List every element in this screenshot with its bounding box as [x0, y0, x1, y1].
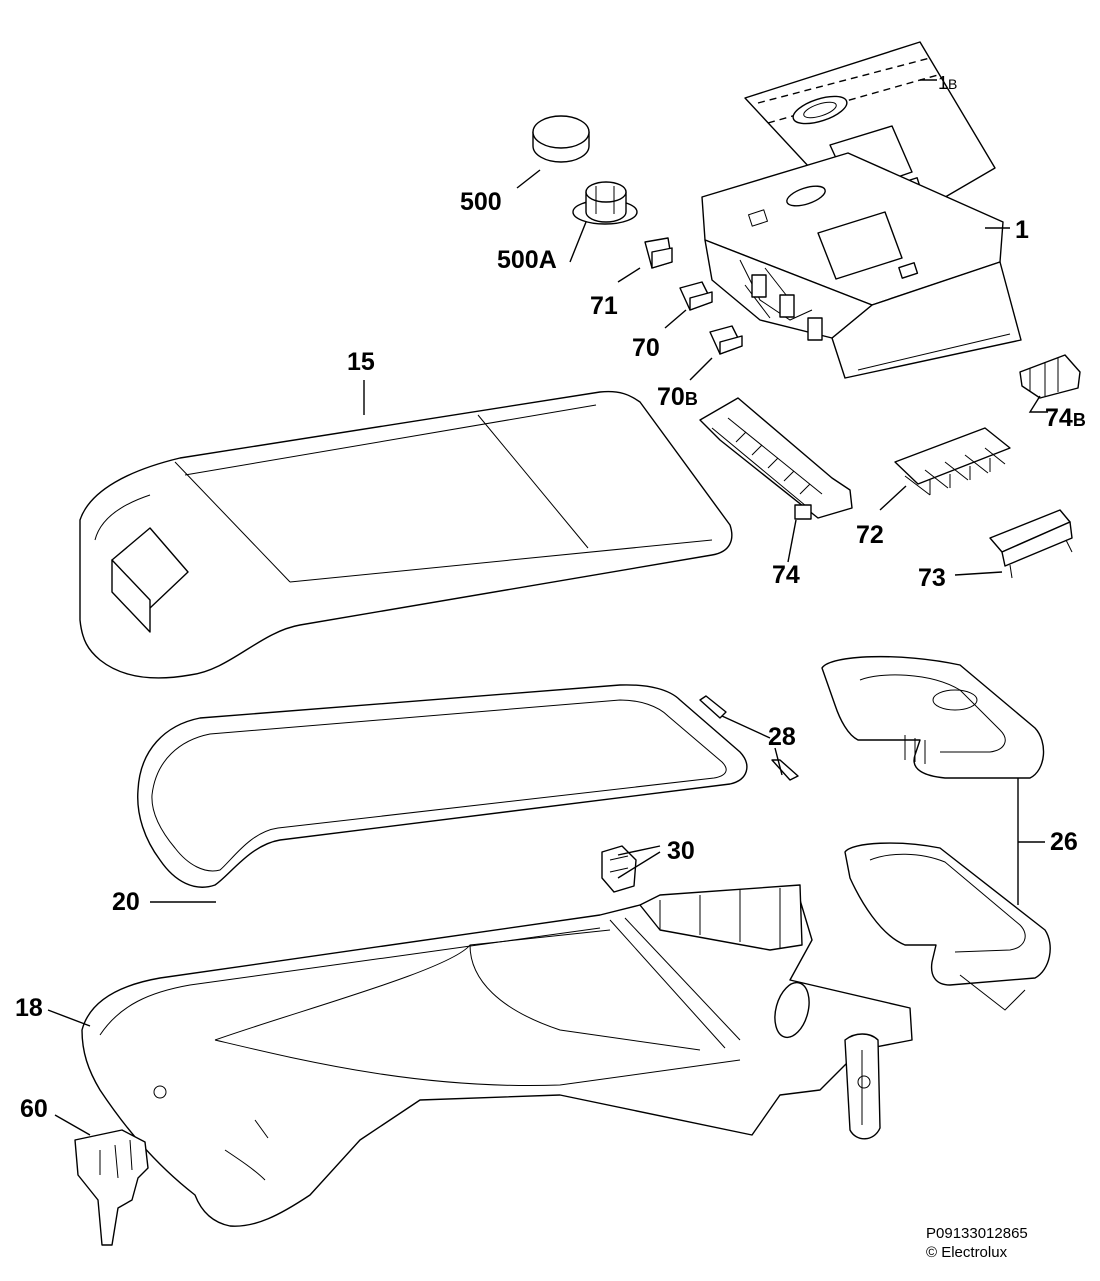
- label-part-72: 73: [918, 564, 946, 592]
- label-part-15: 15: [347, 348, 375, 376]
- label-part-1B: 1B: [938, 73, 957, 93]
- label-part-18: 18: [15, 994, 43, 1022]
- part-30-clip: [601, 845, 637, 893]
- part-500-knob-cap: [532, 115, 590, 163]
- label-part-500A: 500A: [497, 246, 557, 274]
- part-18-base-tray: [81, 884, 913, 1227]
- label-part-30: 30: [667, 837, 695, 865]
- part-labels: 1B 1 500 500A 71 70 70B 15 74B 74 72 73 …: [15, 73, 1086, 1123]
- part-74-terminal-block: [699, 397, 853, 520]
- label-part-26: 26: [1050, 828, 1078, 856]
- part-73-terminal-rail: [894, 427, 1011, 496]
- diagram-code: P09133012865: [926, 1225, 1028, 1242]
- label-part-70: 70: [632, 334, 660, 362]
- part-71-button: [644, 237, 673, 269]
- label-part-60: 60: [20, 1095, 48, 1123]
- copyright-notice: © Electrolux: [926, 1244, 1008, 1261]
- part-26-upper-handle: [821, 655, 1045, 779]
- part-70-button: [679, 281, 713, 311]
- part-15-lid: [79, 390, 733, 679]
- part-74B-connector: [1019, 354, 1081, 399]
- diagram-footer: P09133012865 © Electrolux: [926, 1224, 1028, 1262]
- part-70B-button: [709, 325, 743, 355]
- label-part-71: 71: [590, 292, 618, 320]
- label-part-500: 500: [460, 188, 502, 216]
- part-28-pins: [699, 695, 799, 781]
- label-part-20: 20: [112, 888, 140, 916]
- label-part-74B: 74B: [1045, 404, 1086, 432]
- part-500A-knob-base: [572, 181, 638, 225]
- label-part-73: 72: [856, 521, 884, 549]
- label-part-28: 28: [768, 723, 796, 751]
- label-part-74: 74: [772, 561, 800, 589]
- label-part-1: 1: [1015, 216, 1029, 244]
- part-60-latch: [74, 1129, 149, 1246]
- part-1-control-panel: [701, 152, 1022, 379]
- leader-lines: [47, 79, 1048, 1136]
- label-part-70B: 70B: [657, 383, 698, 411]
- part-26-lower-handle: [844, 842, 1051, 1011]
- part-72-clip: [989, 509, 1073, 579]
- part-20-gasket: [137, 684, 748, 888]
